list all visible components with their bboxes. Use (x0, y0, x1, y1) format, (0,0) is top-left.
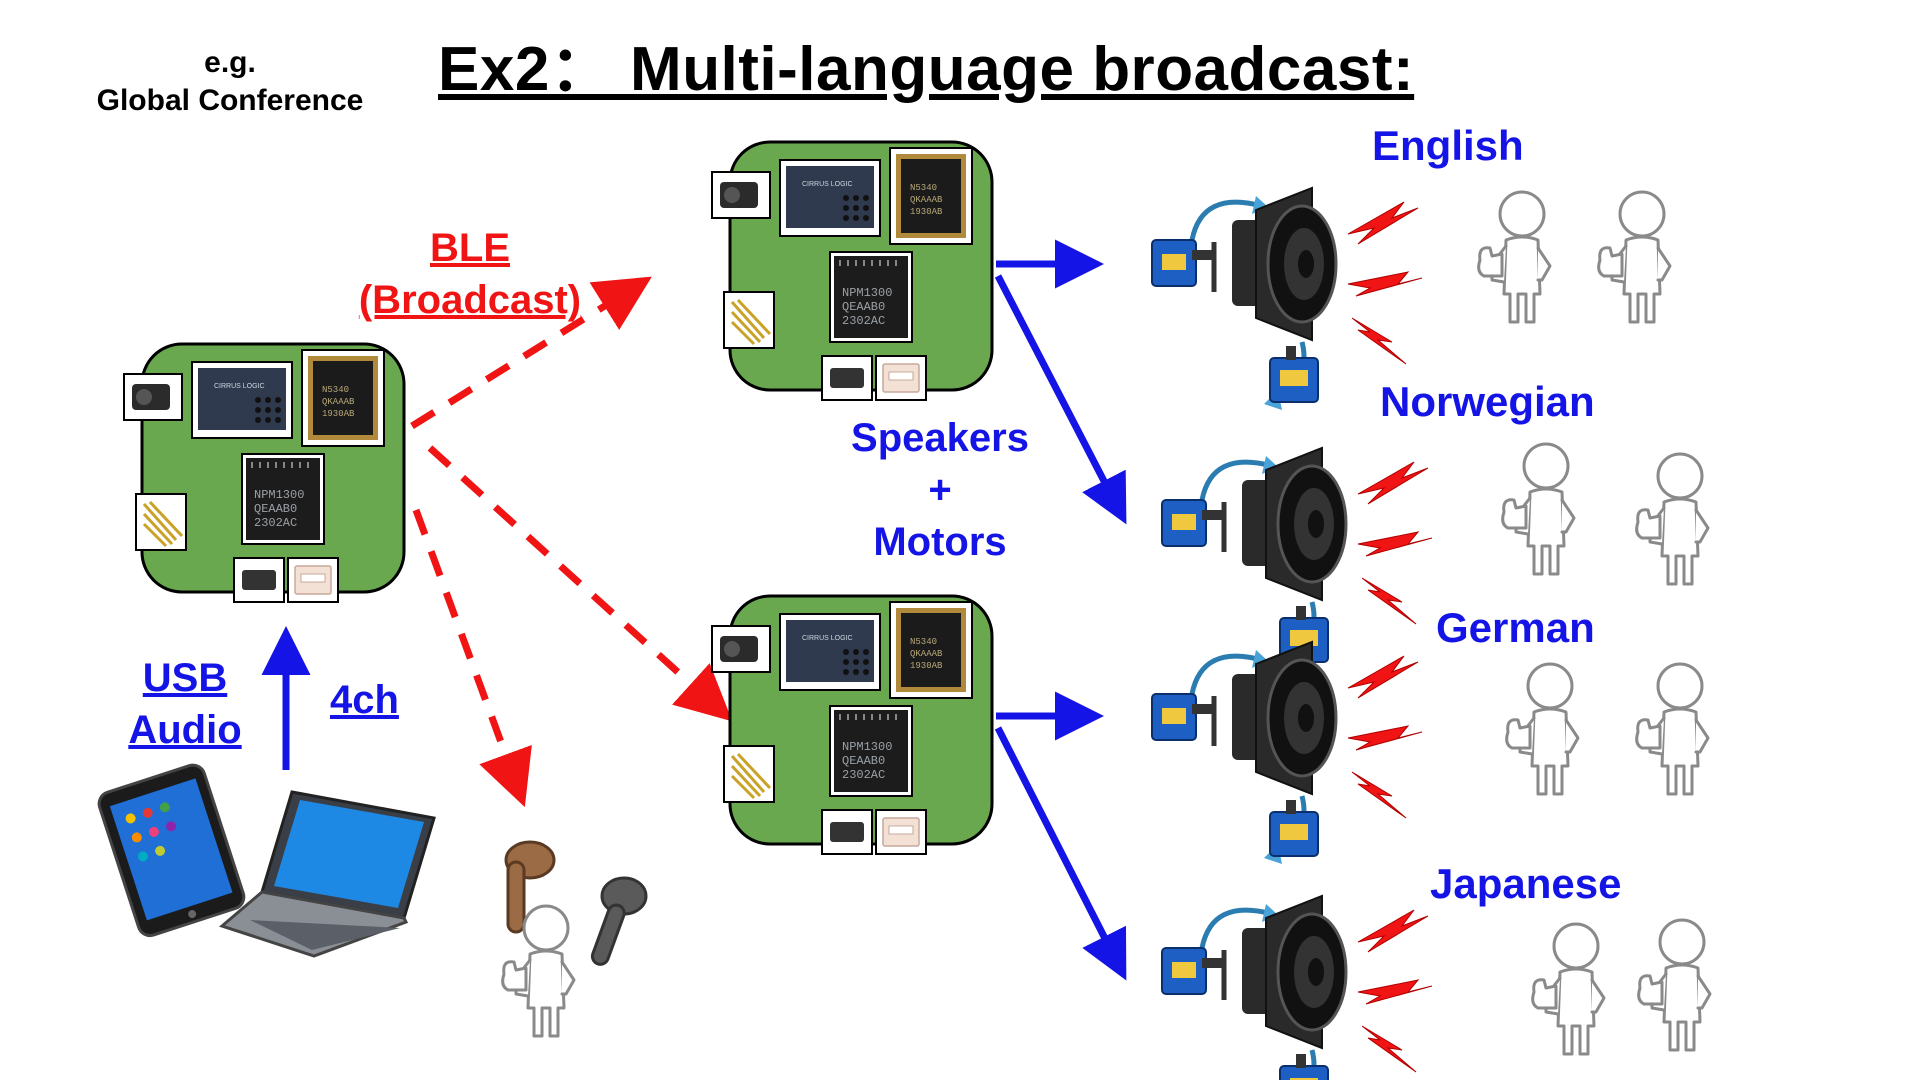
language-label-norwegian: Norwegian (1380, 378, 1595, 425)
person-thumbs-up-icon (1635, 452, 1710, 586)
speaker-output-arrows (261, 239, 1127, 981)
person-thumbs-up-icon (1635, 662, 1710, 796)
channel-count-label: 4ch (330, 678, 399, 722)
person-thumbs-up-icon (1477, 190, 1552, 324)
language-label-japanese: Japanese (1430, 860, 1622, 907)
page-title: Ex2： Multi-language broadcast: (438, 35, 1415, 104)
ble-arrow-to-receiver-2 (427, 445, 733, 722)
laptop-icon (218, 790, 436, 958)
person-thumbs-up-icon (1637, 918, 1712, 1052)
arrow-to-norwegian-speaker (994, 274, 1127, 525)
ble-arrow-to-receiver-1 (410, 276, 652, 429)
language-label-english: English (1372, 122, 1524, 169)
earbuds-icon (504, 840, 648, 966)
tablet-icon (97, 763, 246, 938)
speakers-motors-label: Speakers + Motors (851, 416, 1029, 564)
german-speaker-icon (1152, 642, 1422, 864)
usb-audio-label: USB Audio (128, 656, 242, 752)
language-label-german: German (1436, 604, 1595, 651)
ble-broadcast-arrows (410, 276, 733, 808)
receiver-board-1-icon (710, 140, 994, 402)
subtitle: e.g. Global Conference (96, 46, 364, 117)
person-thumbs-up-icon (1531, 922, 1606, 1056)
person-thumbs-up-icon (1597, 190, 1672, 324)
person-thumbs-up-icon (1505, 662, 1580, 796)
receiver-board-2-icon (710, 594, 994, 856)
ble-arrow-to-earbuds (412, 508, 532, 808)
transmitter-board-icon (122, 342, 406, 604)
norwegian-speaker-icon (1162, 448, 1432, 670)
person-thumbs-up-icon (1501, 442, 1576, 576)
english-speaker-icon (1152, 188, 1422, 410)
arrow-to-japanese-speaker (994, 726, 1127, 981)
japanese-speaker-icon (1162, 896, 1432, 1080)
ble-broadcast-label: BLE (Broadcast) (358, 226, 582, 322)
